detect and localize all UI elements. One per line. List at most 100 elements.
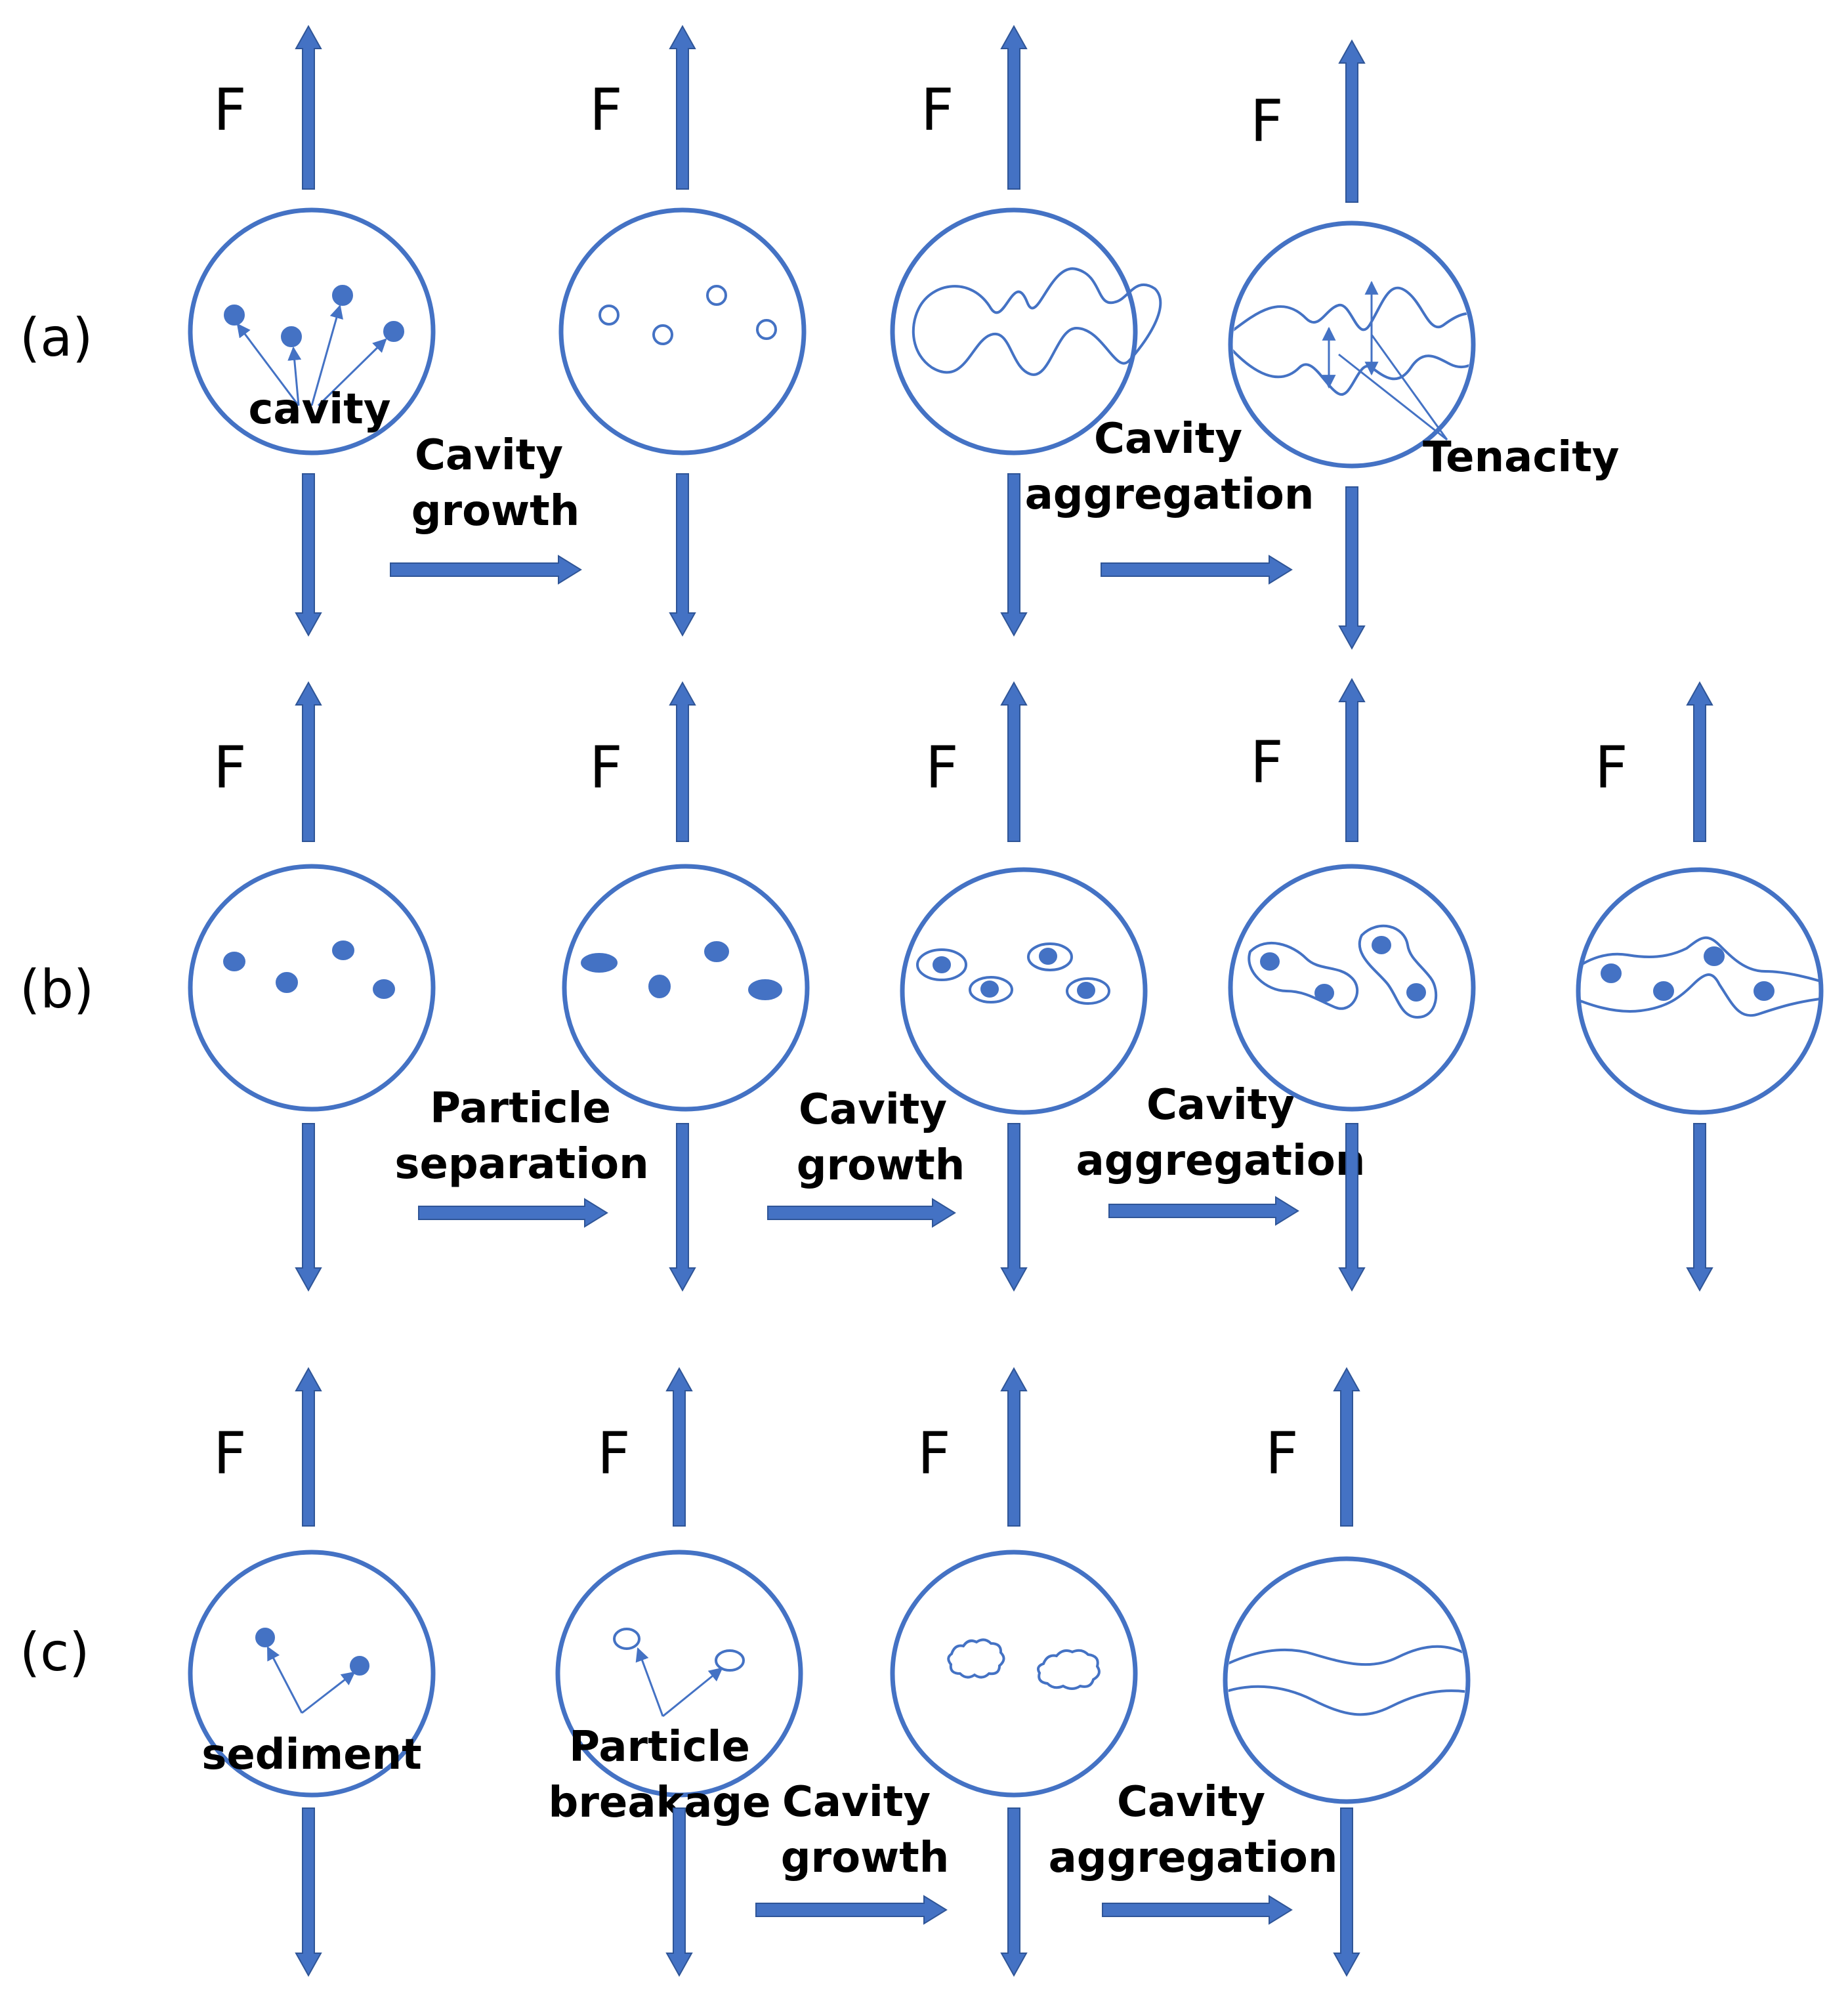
- specimen-circle: [1223, 1556, 1471, 1804]
- particle: [1704, 946, 1725, 966]
- specimen-circle: [188, 864, 436, 1112]
- note-particle-breakage: Particle breakage: [549, 1723, 771, 1827]
- force-arrow-up: [295, 681, 322, 842]
- pointer-arrows: [236, 304, 387, 407]
- particle: [933, 956, 951, 973]
- process-arrow: [755, 1895, 948, 1925]
- process-arrow: [1101, 555, 1293, 585]
- pointer-arrows: [266, 1646, 356, 1714]
- process-arrow: [1108, 1196, 1299, 1226]
- specimen-circle: [188, 1550, 436, 1798]
- note-tenacity: Tenacity: [1423, 433, 1620, 482]
- particle: [1077, 982, 1095, 999]
- force-arrow-down: [295, 1807, 322, 1977]
- force-arrow-up: [669, 681, 696, 842]
- force-label: F: [589, 76, 623, 144]
- force-arrow-up: [1000, 681, 1028, 842]
- svg-text:Cavity: Cavity: [1117, 1778, 1265, 1827]
- aggregated-cavity: [1358, 924, 1438, 1019]
- force-arrow-up: [1333, 1366, 1360, 1527]
- step-label-cavity-aggregation: Cavity aggregation: [1025, 415, 1314, 519]
- force-arrow-down: [665, 1807, 693, 1977]
- svg-text:Cavity: Cavity: [782, 1778, 931, 1827]
- force-label: F: [589, 734, 623, 801]
- process-arrows: [390, 555, 1299, 1925]
- cavity-void: [598, 305, 620, 326]
- particle: [276, 972, 298, 993]
- svg-text:Cavity: Cavity: [415, 431, 563, 480]
- force-arrow-up: [1686, 681, 1713, 842]
- force-arrow-up: [295, 24, 322, 190]
- particle: [704, 941, 729, 962]
- cavity-dot: [281, 326, 302, 347]
- force-label: F: [213, 76, 247, 144]
- process-arrow: [418, 1198, 608, 1228]
- force-arrow-down: [1333, 1807, 1360, 1977]
- force-arrow-down: [669, 1123, 696, 1292]
- particle: [581, 953, 618, 973]
- force-label: F: [921, 76, 954, 144]
- cavity-cloud: [947, 1638, 1005, 1679]
- force-arrow-down: [1338, 1123, 1366, 1292]
- svg-text:Cavity: Cavity: [1146, 1081, 1295, 1130]
- specimen-circle: [558, 207, 807, 455]
- crack-band: [1228, 1645, 1465, 1716]
- particle: [1754, 981, 1774, 1001]
- specimen-circle: [188, 207, 436, 455]
- particle: [1406, 983, 1426, 1002]
- specimen-circle: [1228, 221, 1476, 469]
- specimen-circle: [555, 1550, 803, 1798]
- force-arrow-up: [665, 1366, 693, 1527]
- tenacity-arrows: [1322, 280, 1448, 441]
- particle: [648, 975, 671, 998]
- row-label-b: (b): [20, 959, 94, 1020]
- particle: [1372, 936, 1391, 954]
- sediment-particle: [350, 1656, 369, 1676]
- particle: [1601, 963, 1622, 983]
- force-arrows: [295, 24, 1713, 1977]
- specimen-circle: [890, 1550, 1138, 1798]
- force-label: F: [213, 734, 247, 801]
- particle: [1314, 984, 1334, 1002]
- step-label-cavity-aggregation: Cavity aggregation: [1076, 1081, 1366, 1185]
- force-label: F: [925, 734, 959, 801]
- force-arrow-down: [1000, 1123, 1028, 1292]
- particle: [1653, 981, 1674, 1001]
- crack-band: [1580, 936, 1820, 1017]
- force-label: F: [917, 1420, 951, 1487]
- sediment-particle: [255, 1628, 275, 1647]
- cavity-void: [706, 285, 727, 306]
- specimen-circle: [562, 864, 810, 1112]
- specimen-circle: [1228, 864, 1476, 1112]
- specimen-circle: [900, 867, 1148, 1115]
- force-arrow-up: [669, 24, 696, 190]
- step-label-cavity-growth: Cavity growth: [411, 431, 580, 536]
- cavity-void: [652, 324, 673, 345]
- note-cavity: cavity: [248, 385, 390, 434]
- svg-text:aggregation: aggregation: [1076, 1137, 1366, 1185]
- process-arrow: [390, 555, 582, 585]
- particle: [980, 981, 999, 998]
- aggregated-cavity: [912, 267, 1162, 376]
- force-arrow-up: [1338, 677, 1366, 842]
- force-label: F: [1265, 1420, 1299, 1487]
- force-arrow-up: [1338, 39, 1366, 203]
- row-label-a: (a): [20, 307, 93, 368]
- svg-text:growth: growth: [797, 1141, 965, 1190]
- force-arrow-down: [669, 473, 696, 637]
- svg-text:Cavity: Cavity: [799, 1086, 947, 1134]
- step-label-particle-separation: Particle separation: [394, 1084, 648, 1189]
- svg-text:growth: growth: [411, 487, 580, 536]
- process-arrow: [767, 1198, 956, 1228]
- cavity-dot: [224, 305, 245, 326]
- force-arrow-down: [1000, 1807, 1028, 1977]
- step-label-cavity-growth: Cavity growth: [797, 1086, 965, 1190]
- row-label-c: (c): [20, 1622, 89, 1683]
- force-arrow-down: [1686, 1123, 1713, 1292]
- force-arrow-down: [295, 1123, 322, 1292]
- particle: [748, 979, 782, 1000]
- svg-text:separation: separation: [394, 1140, 648, 1189]
- svg-text:Particle: Particle: [569, 1723, 750, 1771]
- svg-text:aggregation: aggregation: [1025, 471, 1314, 519]
